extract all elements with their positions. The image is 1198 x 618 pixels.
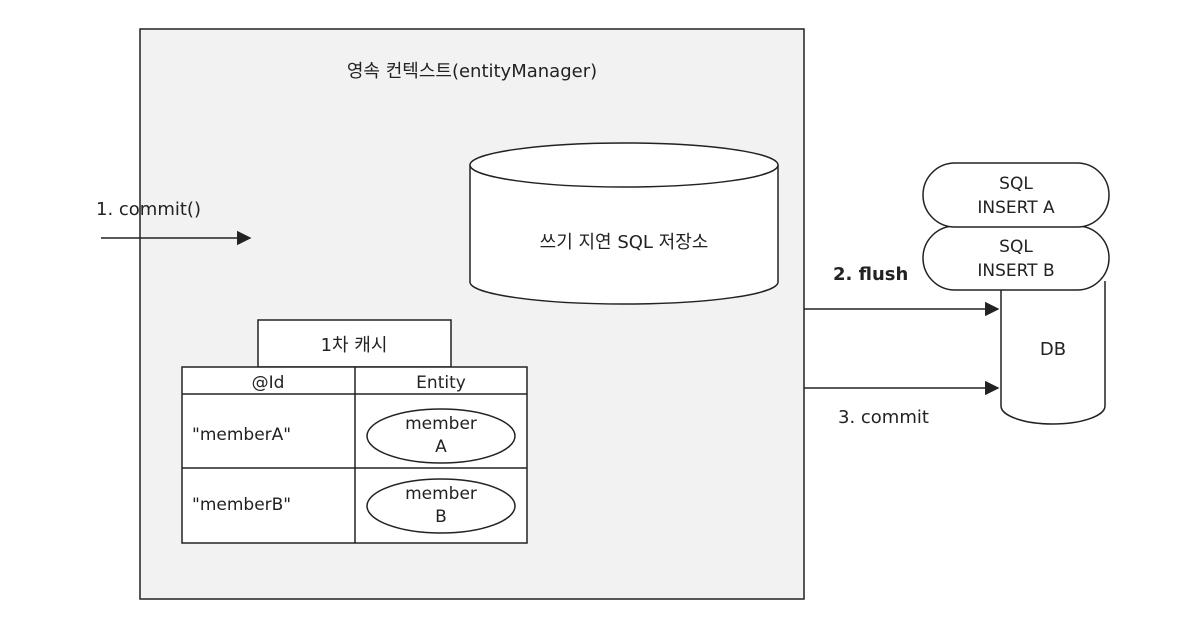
sql-insert-b-line2: INSERT B xyxy=(977,261,1054,281)
flush-label: 2. flush xyxy=(833,264,908,285)
persistence-context-title: 영속 컨텍스트(entityManager) xyxy=(347,61,597,82)
cache-row-b-id: "memberB" xyxy=(192,495,291,515)
entity-member-a-line2: A xyxy=(435,437,447,457)
commit-call-label: 1. commit() xyxy=(96,199,201,220)
commit-label: 3. commit xyxy=(838,407,929,428)
first-level-cache: 1차 캐시 @Id Entity "memberA" member A "mem… xyxy=(181,319,528,544)
entity-member-a xyxy=(366,408,516,464)
write-behind-store-label: 쓰기 지연 SQL 저장소 xyxy=(540,232,709,253)
sql-insert-a-line2: INSERT A xyxy=(977,198,1055,218)
flush-step: 2. flush xyxy=(804,264,1000,317)
write-behind-store-body xyxy=(469,165,779,305)
entity-member-b-line2: B xyxy=(435,507,447,527)
entity-member-b-line1: member xyxy=(405,484,477,504)
cache-header-entity: Entity xyxy=(416,373,466,393)
entity-member-a-line1: member xyxy=(405,414,477,434)
sql-insert-a-line1: SQL xyxy=(999,174,1033,194)
cache-row-a-id: "memberA" xyxy=(192,425,291,445)
database-body xyxy=(1000,281,1106,425)
commit-call-step: 1. commit() xyxy=(96,199,252,246)
write-behind-store-cylinder: 쓰기 지연 SQL 저장소 xyxy=(469,142,779,305)
write-behind-store-top xyxy=(469,142,779,188)
database-label: DB xyxy=(1040,339,1066,360)
entity-member-b xyxy=(366,478,516,534)
database-cylinder: DB xyxy=(1000,281,1106,425)
sql-insert-b-line1: SQL xyxy=(999,237,1033,257)
sql-queue: SQL INSERT B SQL INSERT A xyxy=(922,162,1110,291)
cache-title-tab xyxy=(257,319,452,368)
sql-insert-a-pill xyxy=(922,162,1110,228)
cache-title: 1차 캐시 xyxy=(321,335,388,356)
commit-step: 3. commit xyxy=(804,380,1000,428)
cache-header-id: @Id xyxy=(252,373,285,393)
